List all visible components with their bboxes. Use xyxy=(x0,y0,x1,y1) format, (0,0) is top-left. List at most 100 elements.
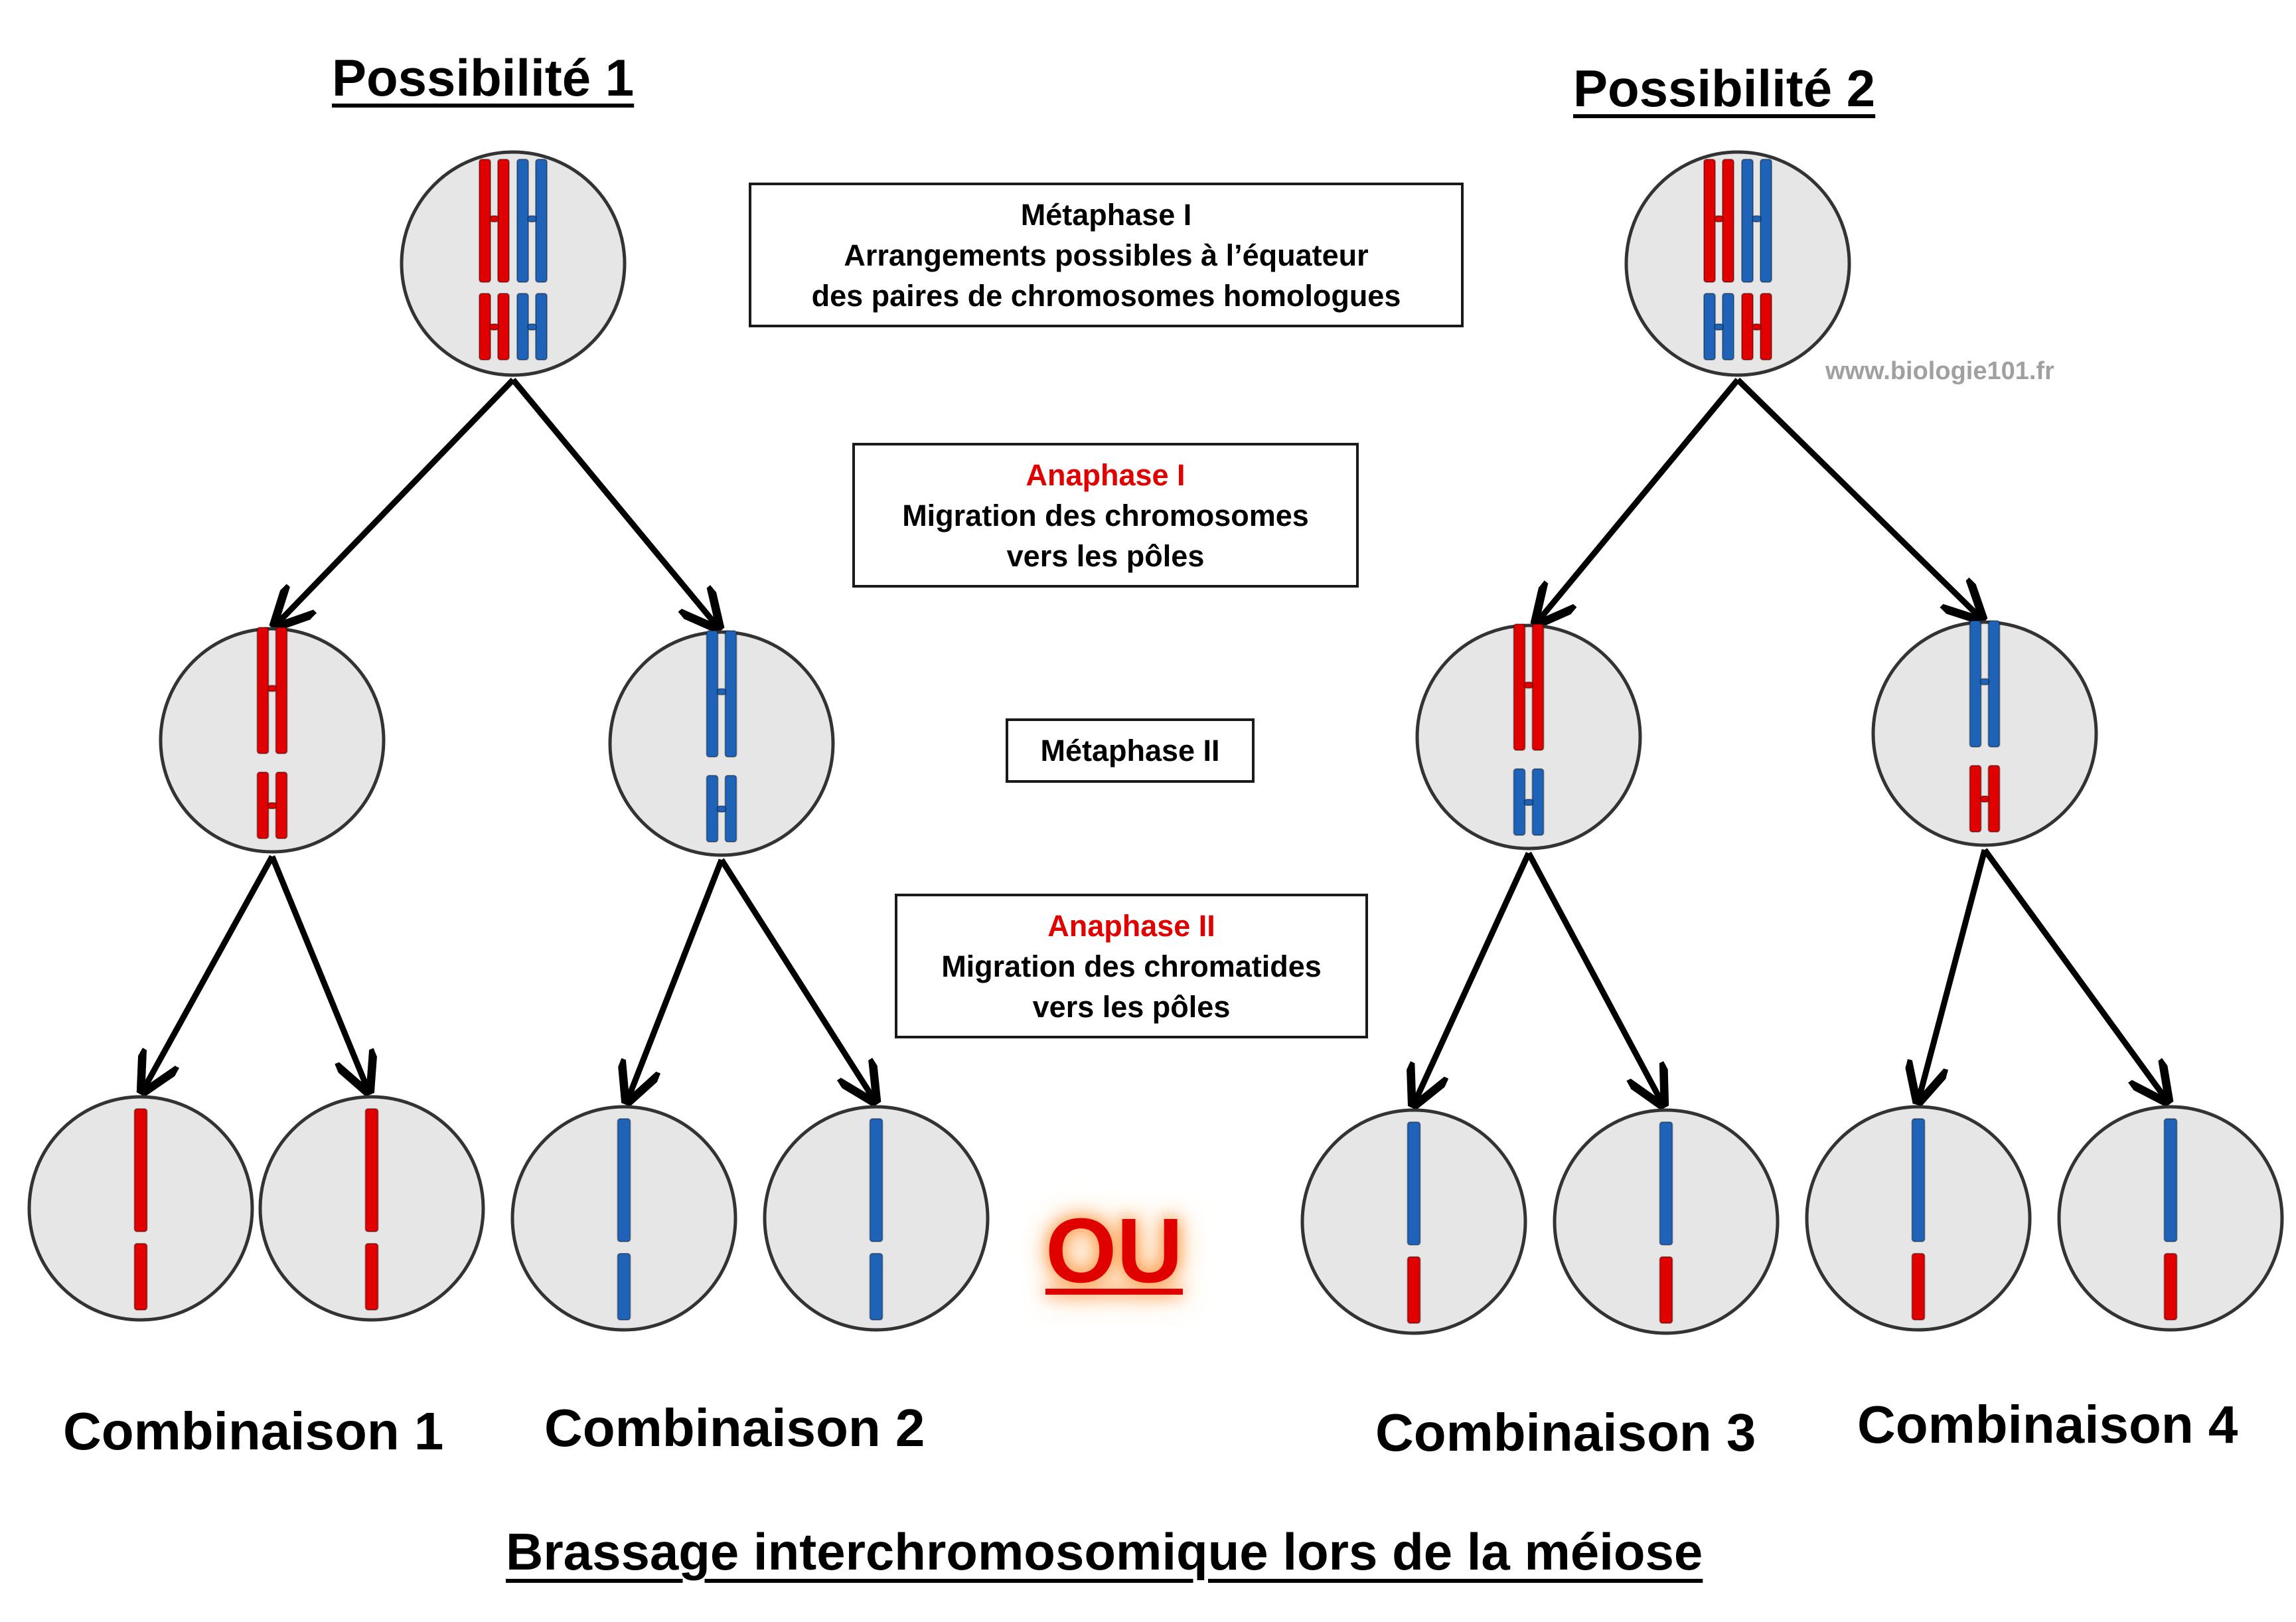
chromatid-short-arm xyxy=(2163,1253,2178,1321)
anaphase-1-desc-1: Migration des chromosomes xyxy=(902,498,1309,532)
chromatid xyxy=(1760,293,1772,361)
centromere xyxy=(1752,323,1762,331)
centromere xyxy=(1979,678,1990,686)
chromatid xyxy=(1513,768,1526,836)
chromatid-short-arm xyxy=(869,1253,883,1321)
possibility-2-title: Possibilité 2 xyxy=(1573,59,1876,118)
combination-2-label: Combinaison 2 xyxy=(544,1398,925,1457)
chromosome-small xyxy=(1969,765,2001,833)
centromere xyxy=(1714,323,1724,331)
chromatid xyxy=(869,1118,883,1321)
chromatid-short-arm xyxy=(133,1243,148,1311)
arrow xyxy=(510,378,718,627)
arrow xyxy=(1982,848,2167,1101)
centromere xyxy=(1523,799,1534,806)
chromosome-small xyxy=(1703,293,1734,361)
chromatid xyxy=(724,775,737,843)
centromere xyxy=(716,688,727,696)
anaphase-1-label: Anaphase I xyxy=(1026,457,1186,492)
chromosome-large xyxy=(479,159,510,283)
chromatid-long-arm xyxy=(2163,1118,2178,1242)
diagram-title: Brassage interchromosomique lors de la m… xyxy=(506,1522,1703,1581)
chromatid-long-arm xyxy=(133,1108,148,1232)
combination-1-label: Combinaison 1 xyxy=(63,1402,444,1461)
chromatid xyxy=(1531,768,1545,836)
chromatid xyxy=(1741,159,1754,283)
metaphase-1-box: Métaphase I Arrangements possibles à l’é… xyxy=(749,183,1464,327)
chromatid xyxy=(1987,765,2001,833)
centromere xyxy=(267,685,277,692)
chromatid xyxy=(1969,620,1982,748)
metaphase-2-box: Métaphase II xyxy=(1006,718,1255,783)
anaphase-2-label: Anaphase II xyxy=(1047,908,1215,943)
metaphase-2-label: Métaphase II xyxy=(1040,734,1220,768)
chromatid xyxy=(535,293,548,361)
chromosome-small xyxy=(1513,768,1545,836)
chromosome-large xyxy=(1703,159,1734,283)
centromere xyxy=(527,323,537,331)
arrow xyxy=(719,858,875,1101)
chromosome-small xyxy=(479,293,510,361)
chromatid xyxy=(497,293,510,361)
arrow xyxy=(1414,852,1532,1104)
gamete-5 xyxy=(1300,1108,1527,1335)
chromosome-large xyxy=(1969,620,2001,748)
chromatid-long-arm xyxy=(1659,1121,1673,1246)
chromatid xyxy=(706,630,719,758)
arrow xyxy=(1918,849,1988,1101)
chromatid-short-arm xyxy=(1911,1253,1926,1321)
chromatid xyxy=(1513,623,1526,751)
metaphase-1-label: Métaphase I xyxy=(1020,197,1192,232)
arrow xyxy=(627,858,725,1101)
chromosome-large xyxy=(706,630,737,758)
chromatid xyxy=(1987,620,2001,748)
gamete-8 xyxy=(2057,1105,2284,1332)
chromatid xyxy=(1969,765,1982,833)
chromatid-long-arm xyxy=(617,1118,631,1242)
anaphase-2-box: Anaphase II Migration des chromatides ve… xyxy=(895,894,1368,1038)
chromatid xyxy=(535,159,548,283)
chromatid xyxy=(479,293,491,361)
chromatid xyxy=(1741,293,1754,361)
centromere xyxy=(527,215,537,223)
chromatid xyxy=(1911,1118,1926,1321)
chromosome-small xyxy=(256,771,288,839)
metaphase-1-desc-2: des paires de chromosomes homologues xyxy=(811,278,1401,313)
chromatid xyxy=(497,159,510,283)
chromatid-short-arm xyxy=(617,1253,631,1321)
cell-membrane xyxy=(1415,623,1642,851)
combination-4-label: Combinaison 4 xyxy=(1857,1395,2238,1454)
arrow xyxy=(1735,377,1981,619)
centromere xyxy=(1714,215,1724,223)
arrow xyxy=(269,855,368,1091)
combination-3-label: Combinaison 3 xyxy=(1375,1403,1756,1462)
chromosome-small xyxy=(1741,293,1772,361)
chromatid xyxy=(516,159,529,283)
chromatid xyxy=(2163,1118,2178,1321)
centromere xyxy=(1523,681,1534,689)
chromatid xyxy=(256,627,269,754)
gamete-7 xyxy=(1805,1105,2032,1332)
metaphase-2-cell-4 xyxy=(1871,620,2098,847)
possibility-1-title: Possibilité 1 xyxy=(332,48,635,107)
arrow xyxy=(275,377,516,625)
arrow xyxy=(1526,851,1663,1104)
anaphase-2-desc-2: vers les pôles xyxy=(1032,989,1231,1024)
chromatid xyxy=(1722,159,1734,283)
chromatid-short-arm xyxy=(364,1243,379,1311)
watermark: www.biologie101.fr xyxy=(1825,357,2054,385)
cell-membrane xyxy=(1871,620,2098,847)
metaphase-1-desc-1: Arrangements possibles à l’équateur xyxy=(844,238,1369,272)
chromosome-large xyxy=(1741,159,1772,283)
metaphase-2-cell-2 xyxy=(608,630,835,857)
metaphase-1-cell-possibility-2 xyxy=(1624,150,1851,377)
chromatid xyxy=(1407,1121,1421,1324)
cell-membrane xyxy=(159,627,386,854)
arrow xyxy=(1537,378,1740,623)
chromosome-large xyxy=(256,627,288,754)
centromere xyxy=(267,802,277,809)
gamete-2 xyxy=(258,1095,485,1322)
or-separator: OU xyxy=(1045,1200,1183,1302)
metaphase-1-cell-possibility-1 xyxy=(400,150,627,377)
